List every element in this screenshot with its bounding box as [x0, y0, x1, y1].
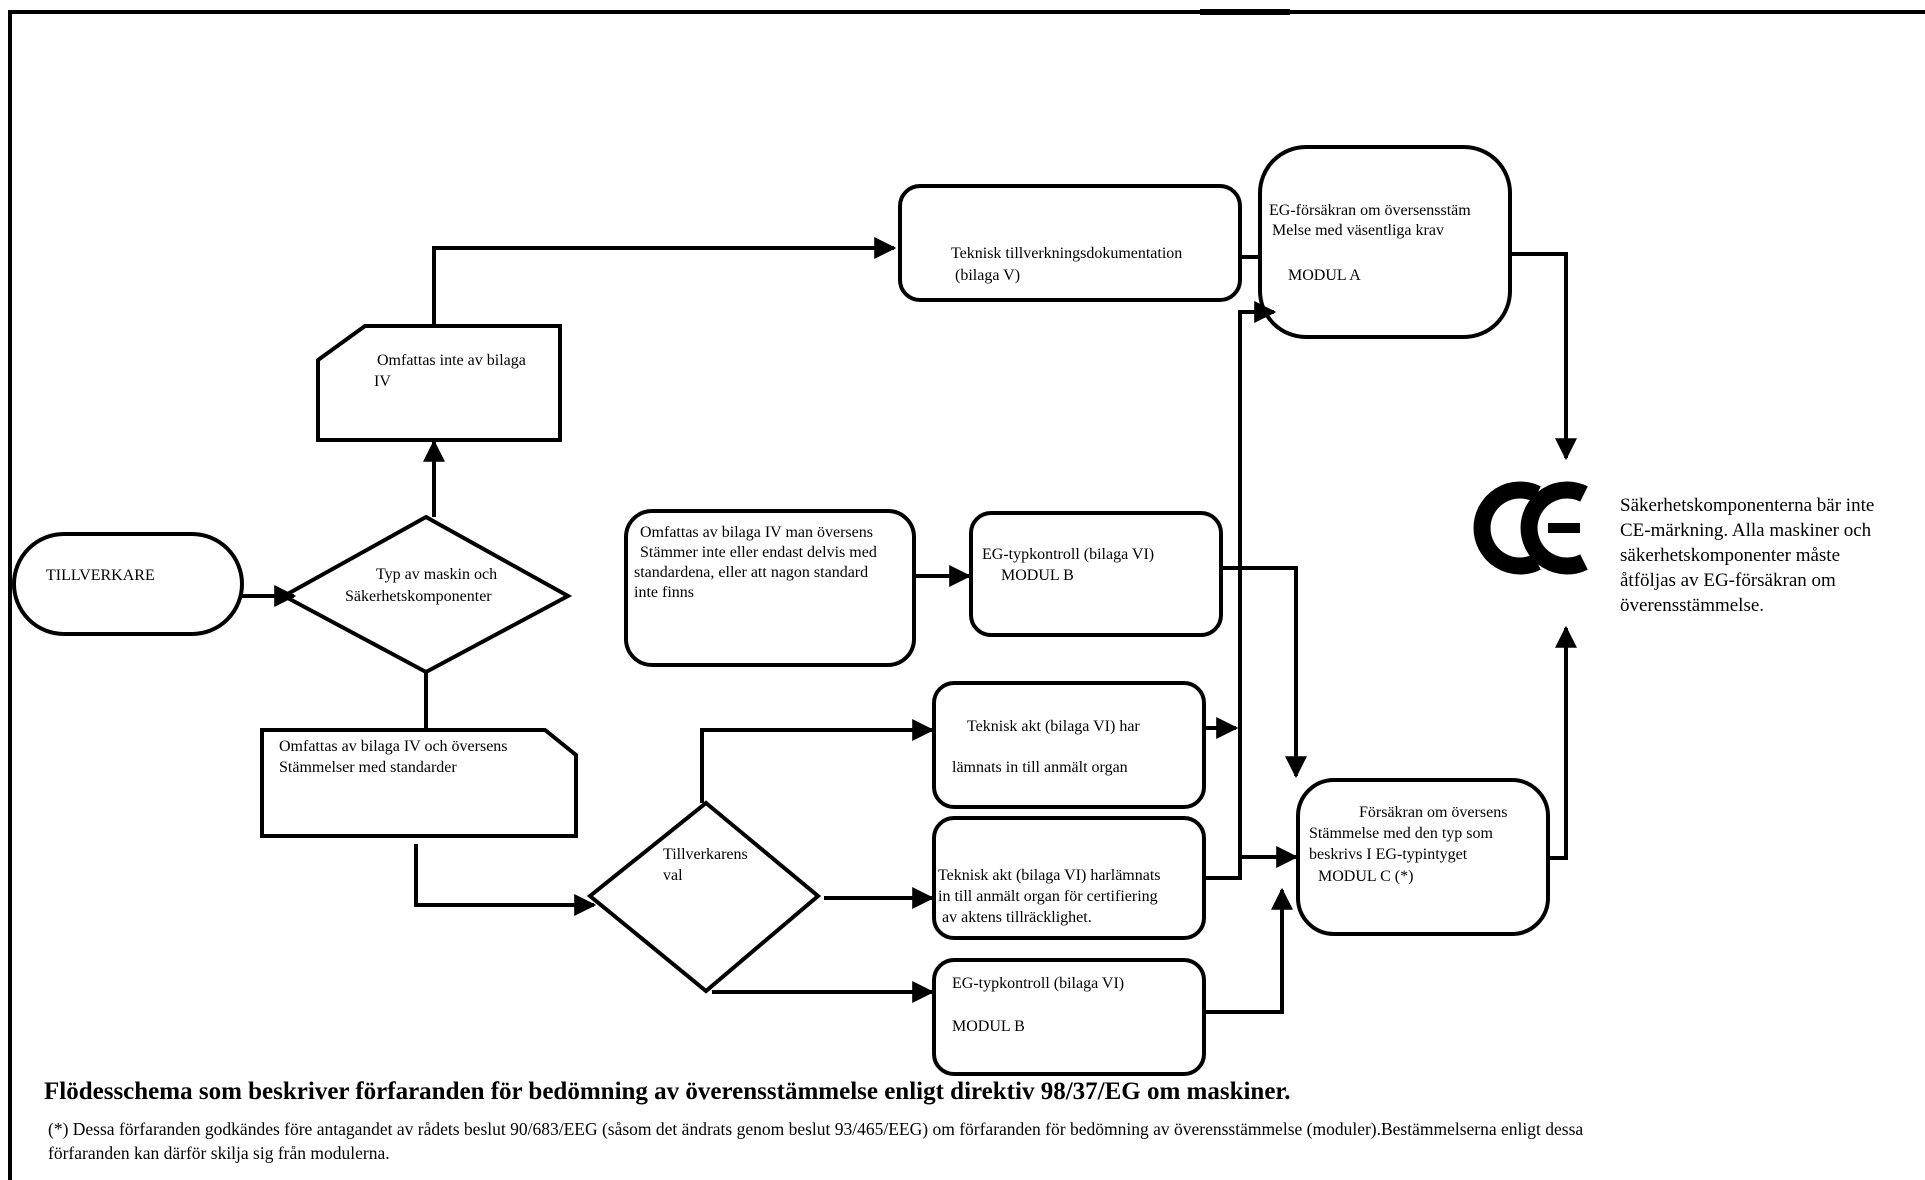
manufacturer-label: TILLVERKARE — [46, 567, 155, 584]
module-a-node — [1258, 145, 1512, 339]
edge-module-a-to-ce — [1510, 252, 1577, 461]
diagram-footnote: (*) Dessa förfaranden godkändes före ant… — [48, 1119, 1584, 1163]
diagram-caption: Flödesschema som beskriver förfaranden f… — [44, 1078, 1291, 1105]
annex-iv-no-standards-node — [624, 509, 916, 667]
not-annex-iv-node — [316, 324, 562, 442]
annex-iv-standards-node — [260, 728, 578, 838]
manufacturer-node — [12, 532, 244, 636]
technical-documentation-node — [898, 184, 1242, 302]
edge-module-c-to-ce — [1548, 625, 1577, 860]
tech-file-submitted-node — [932, 681, 1206, 809]
edge-certification-to-module-a — [1204, 301, 1277, 880]
ec-type-exam-bottom-node — [932, 958, 1206, 1076]
edge-choice-to-submitted — [700, 719, 935, 803]
edge-bottom-type-exam-to-module-c — [1204, 887, 1293, 1014]
edge-not-annex-to-techdoc — [432, 237, 897, 326]
manufacturer-choice-diamond — [586, 800, 822, 994]
ce-mark-icon — [1473, 481, 1588, 575]
edge-type-exam-to-module-c — [1221, 566, 1307, 779]
ec-type-exam-top-label: EG-typkontroll (bilaga VI)MODUL B — [982, 546, 1154, 584]
ec-type-exam-bottom-label: EG-typkontroll (bilaga VI)MODUL B — [952, 975, 1124, 1035]
edge-standards-to-choice — [414, 844, 597, 916]
technical-documentation-label: Teknisk tillverkningsdokumentation(bilag… — [951, 245, 1182, 284]
